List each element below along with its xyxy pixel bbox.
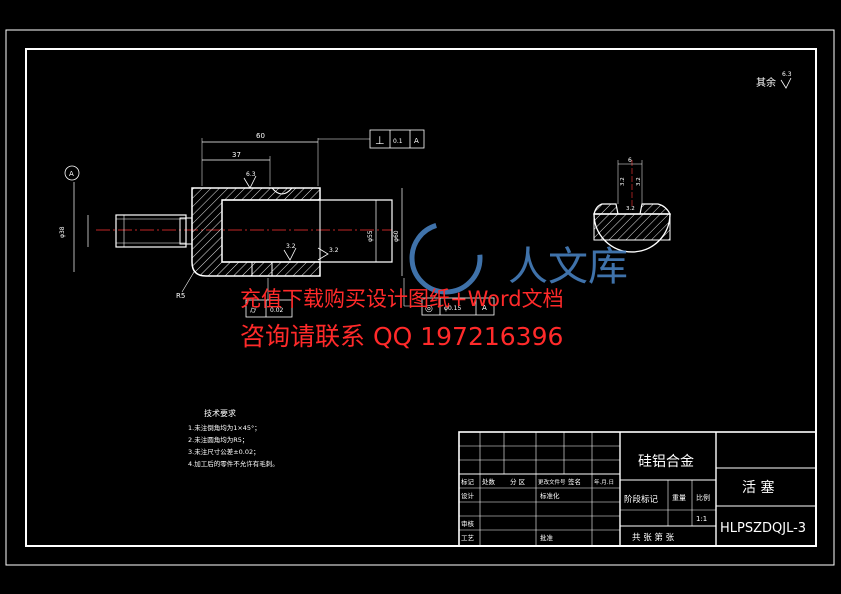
roughness-note-label: 其余 [756, 76, 776, 89]
rough-inner-label: 3.2 [286, 243, 296, 250]
logo-text: 人文库 [508, 244, 628, 290]
position-frame: ◎ φ0.15 A [403, 278, 495, 316]
cell-count: 处数 [482, 477, 496, 486]
tech-req-title: 技术要求 [204, 408, 236, 418]
rough-right-label: 3.2 [329, 247, 339, 254]
section-view: 6 3.2 3.2 3.2 [593, 157, 671, 253]
flatness-frame: ⌭ 0.02 [245, 278, 293, 318]
cell-approve: 批准 [540, 533, 554, 542]
dim-60-label: 60 [256, 132, 265, 140]
watermark-logo: 人文库 [409, 221, 628, 295]
tech-req-item-4: 4.加工后的零件不允许有毛刺。 [188, 459, 279, 468]
dim-37-label: 37 [232, 151, 241, 159]
flat-symbol: ⌭ [250, 306, 257, 316]
perpendicularity-frame: ⊥ 0.1 A [318, 129, 425, 149]
sheets-label: 共 张 第 张 [632, 532, 675, 543]
fillet-label: R5 [176, 292, 185, 300]
sec-rough-2: 3.2 [636, 177, 642, 186]
weight-label: 重量 [672, 494, 686, 502]
datum-a-label: A [69, 170, 74, 178]
perp-datum: A [414, 137, 419, 145]
cell-date: 年.月.日 [594, 478, 614, 486]
pos-datum: A [482, 304, 487, 312]
cell-zone: 分 区 [510, 477, 526, 486]
fillet-leader [181, 271, 195, 293]
piston-wall-hatch [191, 187, 321, 277]
outer-border [5, 29, 835, 566]
title-block-text: 硅铝合金 活 塞 HLPSZDQJL-3 阶段标记 重量 比例 1:1 共 张 … [461, 454, 806, 543]
cell-change-doc: 更改文件号 [538, 478, 566, 486]
cell-sign: 签名 [568, 477, 581, 486]
cell-process: 工艺 [461, 534, 475, 542]
title-block [458, 431, 817, 547]
pos-tol: φ0.15 [444, 305, 462, 312]
roughness-icon [780, 77, 792, 89]
inner-border [25, 48, 817, 547]
datum-a-circle [64, 165, 80, 181]
tech-req-item-2: 2.未注圆角均为R5； [188, 435, 248, 444]
watermark-line-1: 充值下载购买设计图纸+Word文档 [240, 287, 564, 311]
ratio-label: 比例 [696, 493, 710, 502]
rough-inner-icon [283, 247, 297, 261]
cell-review: 审核 [461, 519, 475, 528]
piston-bore [222, 199, 393, 263]
pos-symbol: ◎ [425, 304, 433, 314]
sec-width-label: 6 [628, 157, 632, 164]
roughness-note: 其余 6.3 [756, 71, 792, 89]
tech-req-item-1: 1.未注倒角均为1×45°； [188, 423, 261, 432]
piston-notch [271, 187, 293, 195]
tech-req-item-3: 3.未注尺寸公差±0.02； [188, 447, 260, 456]
tech-requirements: 技术要求 1.未注倒角均为1×45°； 2.未注圆角均为R5； 3.未注尺寸公差… [188, 408, 279, 468]
rough-top-icon [243, 175, 257, 189]
sec-depth-label: 3.2 [626, 206, 635, 212]
rough-right-icon [317, 247, 329, 261]
dia-left-label: φ38 [59, 226, 66, 238]
dia-right-2-label: φ60 [393, 230, 400, 242]
part-name-label: 活 塞 [742, 479, 774, 496]
watermark-line-2: 咨询请联系 QQ 197216396 [240, 322, 563, 351]
cell-design: 设计 [461, 491, 475, 500]
logo-ring [409, 221, 483, 295]
section-hatch-body [593, 213, 671, 241]
stem [115, 214, 187, 248]
flat-tol: 0.02 [270, 307, 284, 314]
scale-label: 1:1 [696, 515, 707, 523]
perp-tol: 0.1 [393, 138, 403, 145]
main-view: 60 37 ⊥ 0.1 A 6.3 3.2 3.2 φ38 A [59, 129, 495, 318]
drawing-no-label: HLPSZDQJL-3 [720, 521, 806, 536]
dia-right-1-label: φ55 [367, 230, 374, 242]
cell-mark: 标记 [461, 477, 475, 486]
stage-mark-label: 阶段标记 [624, 494, 659, 505]
material-label: 硅铝合金 [638, 454, 694, 470]
cell-standard: 标准化 [540, 491, 560, 500]
sec-rough-1: 3.2 [620, 177, 626, 186]
roughness-note-value: 6.3 [782, 71, 792, 78]
rough-top-label: 6.3 [246, 171, 256, 178]
perp-symbol: ⊥ [375, 134, 385, 147]
